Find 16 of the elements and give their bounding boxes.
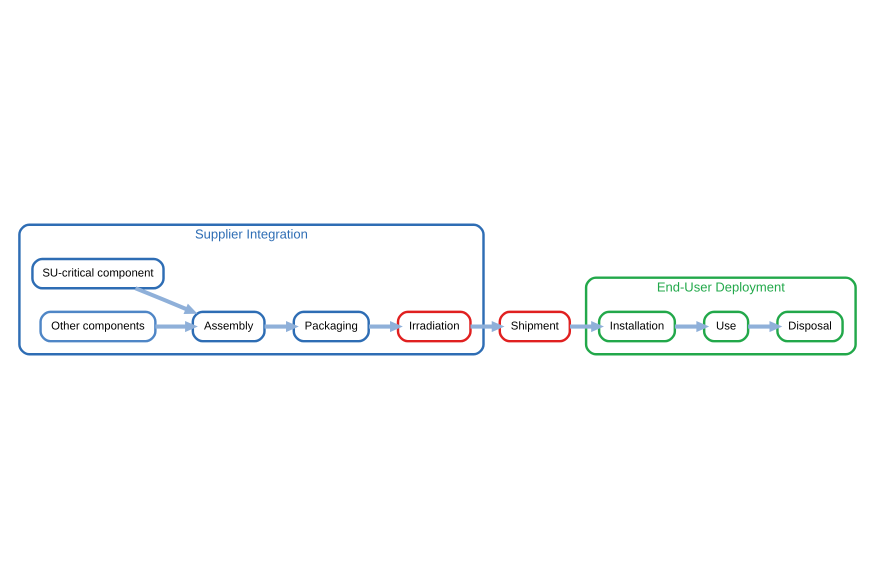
node-box: Assembly [192, 310, 266, 342]
arrow [570, 320, 604, 332]
arrow [155, 320, 198, 332]
node-box: Other components [39, 310, 157, 342]
node-box: Shipment [498, 310, 572, 342]
arrow [368, 320, 403, 332]
node-box: Disposal [776, 310, 844, 342]
node-box: Installation [598, 310, 676, 342]
node-box: Packaging [292, 310, 370, 342]
arrow [748, 320, 782, 332]
arrow [470, 320, 505, 332]
node-box: SU-critical component [31, 257, 165, 289]
node-box: Use [702, 310, 750, 342]
arrow [264, 320, 299, 332]
arrow [674, 320, 710, 332]
node-box: Irradiation [396, 310, 472, 342]
